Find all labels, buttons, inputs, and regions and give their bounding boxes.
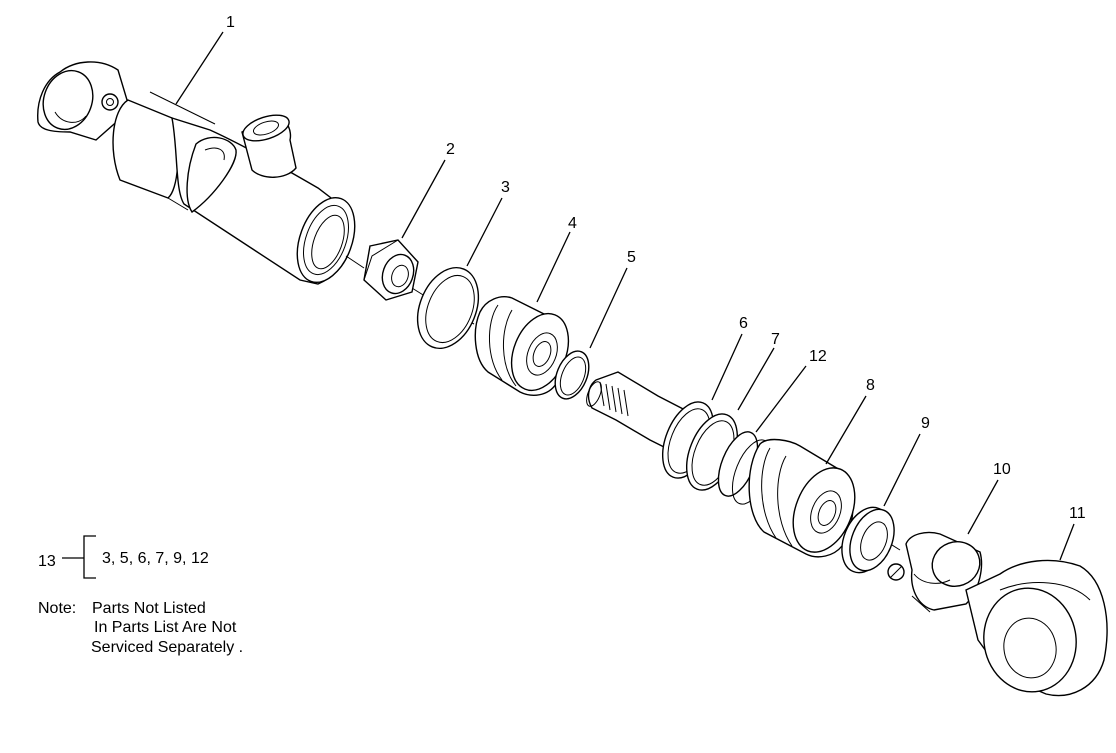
leader-4 — [536, 231, 571, 303]
leader-3 — [466, 197, 503, 267]
leader-11 — [1059, 523, 1075, 561]
leader-1 — [175, 31, 224, 105]
callout-3: 3 — [501, 179, 510, 196]
part-4-piston — [474, 296, 570, 396]
callout-1: 1 — [226, 14, 235, 31]
note-line-2: In Parts List Are Not — [94, 619, 237, 636]
note-line-3: Serviced Separately . — [91, 639, 244, 656]
part-11-rod-eye — [965, 559, 1108, 697]
leader-9 — [883, 433, 921, 507]
callout-5: 5 — [627, 249, 636, 266]
note-line-1: Parts Not Listed — [92, 600, 206, 617]
part-3-seal-ring — [416, 266, 480, 350]
callout-7: 7 — [771, 331, 780, 348]
callout-8: 8 — [866, 377, 875, 394]
part-9-wiper — [841, 506, 895, 574]
callout-11: 11 — [1069, 505, 1086, 522]
part-1-cylinder-body — [37, 61, 356, 285]
leader-lines — [175, 31, 1075, 561]
leader-10 — [967, 479, 999, 535]
leader-7 — [737, 347, 775, 411]
callout-10: 10 — [993, 461, 1011, 478]
kit-parts-list: 3, 5, 6, 7, 9, 12 — [102, 550, 209, 567]
callout-12: 12 — [809, 348, 827, 365]
part-2-hex-nut — [363, 239, 419, 301]
kit-bracket: 13 3, 5, 6, 7, 9, 12 — [38, 535, 209, 579]
part-10-jam-nut — [887, 531, 983, 613]
callout-labels: 1 2 3 4 5 6 7 12 8 9 10 11 — [226, 14, 1086, 522]
kit-number: 13 — [38, 553, 56, 570]
note-label: Note: — [38, 600, 77, 617]
callout-4: 4 — [568, 215, 577, 232]
callout-9: 9 — [921, 415, 930, 432]
leader-2 — [401, 159, 446, 239]
callout-2: 2 — [446, 141, 455, 158]
leader-8 — [825, 395, 867, 465]
leader-5 — [589, 267, 628, 349]
part-8-rod-gland — [748, 438, 856, 558]
leader-12 — [755, 365, 807, 433]
part-5-o-ring — [554, 350, 590, 400]
leader-6 — [711, 333, 743, 401]
callout-6: 6 — [739, 315, 748, 332]
